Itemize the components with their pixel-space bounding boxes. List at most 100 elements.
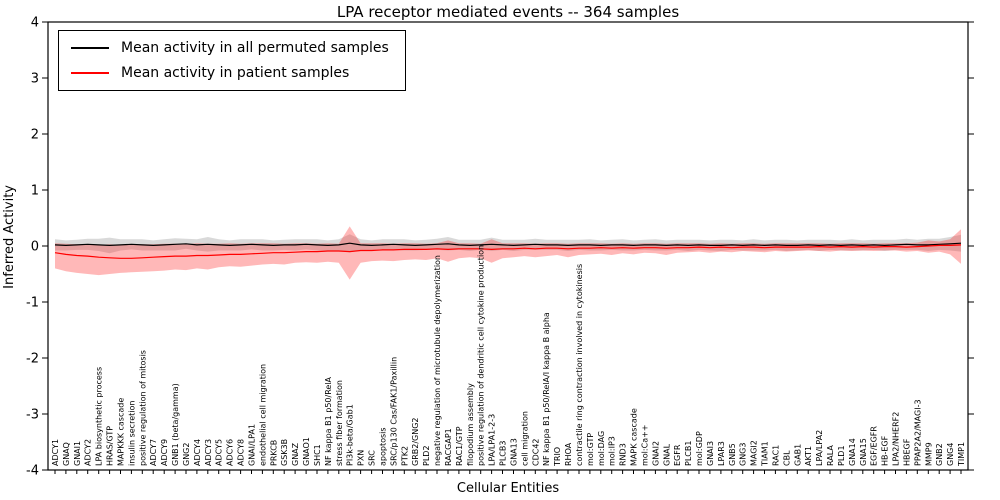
x-tick-label: MMP9 <box>924 442 933 466</box>
x-tick-label: SRC/p130 Cas/FAK1/Paxillin <box>389 357 398 466</box>
x-tick-label: GAB1 <box>793 444 802 466</box>
x-tick-label: PLD1 <box>837 445 846 466</box>
x-tick-label: PLCB3 <box>499 441 508 466</box>
x-tick-label: PLCB1 <box>684 441 693 466</box>
x-tick-label: GNAI1 <box>73 441 82 466</box>
x-tick-label: mol:Ca++ <box>640 425 649 467</box>
permuted-band <box>55 234 961 254</box>
x-tick-label: PPAP2A2/MAGI-3 <box>913 399 922 466</box>
x-axis-label: Cellular Entities <box>456 481 560 496</box>
chart-title: LPA receptor mediated events -- 364 samp… <box>336 3 680 21</box>
x-tick-label: GNAZ <box>291 442 300 466</box>
x-tick-label: GNAL <box>662 443 671 466</box>
x-tick-label: ADCY7 <box>149 439 158 466</box>
x-tick-label: TIMP1 <box>957 442 966 467</box>
x-tick-label: GNAQ <box>62 442 71 466</box>
plot-frame <box>47 21 969 471</box>
x-tick-label: insulin secretion <box>127 401 136 466</box>
legend-label-patient: Mean activity in patient samples <box>121 65 350 81</box>
x-tick-label: MAPKKK cascade <box>117 398 126 466</box>
x-tick-label: HBEGF <box>902 438 911 466</box>
x-tick-label: GNA15 <box>859 438 868 466</box>
x-tick-label: ADCY6 <box>226 439 235 466</box>
y-tick-label: 1 <box>31 184 39 199</box>
x-tick-label: HB-EGF <box>881 435 890 466</box>
x-tick-label: GNB2 <box>935 443 944 466</box>
x-tick-label: filopodium assembly <box>466 383 475 466</box>
x-tick-label: GNAI3 <box>706 441 715 466</box>
x-tick-label: CDC42 <box>531 438 540 466</box>
x-tick-label: HRAS/GTP <box>106 426 115 466</box>
x-tick-label: GNG3 <box>739 443 748 466</box>
x-tick-label: MAPK cascade <box>630 408 639 466</box>
y-tick-label: -2 <box>26 352 39 367</box>
permuted-mean-line <box>54 242 962 247</box>
x-tick-label: RALA <box>826 445 835 466</box>
x-tick-label: RACGAP1 <box>444 428 453 466</box>
x-tick-label: positive regulation of mitosis <box>138 350 147 466</box>
x-tick-label: GNAO1 <box>302 437 311 466</box>
x-tick-label: CBL <box>782 450 791 466</box>
x-tick-label: PXN <box>357 450 366 466</box>
x-tick-label: MAGI2 <box>750 440 759 466</box>
x-tick-label: AKT1 <box>804 446 813 466</box>
x-tick-label: GNA13 <box>510 438 519 466</box>
x-tick-label: EGF/EGFR <box>870 426 879 466</box>
x-tick-label: mol:GDP <box>695 431 704 466</box>
x-tick-label: TRIO <box>553 447 562 467</box>
x-tick-label: PTK2 <box>400 446 409 466</box>
legend-line-permuted-icon <box>71 47 109 49</box>
patient-band <box>55 226 961 280</box>
legend-label-permuted: Mean activity in all permuted samples <box>121 40 389 56</box>
x-tick-label: NF kappa B1 p50/RelA <box>324 376 333 466</box>
x-tick-label: RAC1 <box>771 445 780 466</box>
x-tick-label: LPA biosynthetic process <box>95 367 104 466</box>
legend-line-patient-icon <box>71 72 109 74</box>
patient-mean-line <box>54 244 962 259</box>
x-tick-label: TIAM1 <box>761 441 770 467</box>
x-tick-label: EGFR <box>673 444 682 466</box>
x-tick-label: GNB5 <box>728 443 737 466</box>
y-tick-label: 3 <box>31 72 39 87</box>
x-tick-label: LPA2/NHERF2 <box>892 412 901 466</box>
x-tick-label: GNAI2 <box>651 441 660 466</box>
y-tick-label: 0 <box>31 240 39 255</box>
y-tick-label: 2 <box>31 128 39 143</box>
x-tick-label: ADCY8 <box>237 439 246 466</box>
x-tick-label: LPA/LPA1-2-3 <box>488 414 497 466</box>
x-tick-label: ADCY5 <box>215 439 224 466</box>
legend-entry-patient: Mean activity in patient samples <box>71 65 389 81</box>
x-tick-label: RHOA <box>564 442 573 466</box>
y-tick-label: -1 <box>26 296 39 311</box>
x-tick-label: LPA/LPA2 <box>815 430 824 466</box>
x-tick-label: cell migration <box>520 411 529 466</box>
x-tick-label: GNAI/LPA1 <box>248 424 257 466</box>
x-tick-label: ADCY4 <box>193 439 202 466</box>
x-tick-label: GNG2 <box>182 443 191 466</box>
x-tick-label: GNG4 <box>946 443 955 466</box>
x-tick-label: GNB1 (beta/gamma) <box>171 383 180 466</box>
x-tick-label: GSK3B <box>280 439 289 466</box>
x-tick-label: PI3k-beta/Gab1 <box>346 404 355 466</box>
x-tick-label: ADCY1 <box>51 439 60 466</box>
x-tick-label: GRB2/GNG2 <box>411 417 420 466</box>
y-tick-label: 4 <box>31 16 39 31</box>
x-tick-label: PLD2 <box>422 445 431 466</box>
x-tick-label: ADCY3 <box>204 439 213 466</box>
y-tick-label: -4 <box>26 464 39 479</box>
x-tick-label: SHC1 <box>313 444 322 466</box>
x-tick-label: contractile ring contraction involved in… <box>575 264 584 466</box>
x-tick-label: endothelial cell migration <box>258 364 267 466</box>
x-tick-label: SRC <box>368 450 377 466</box>
x-tick-label: mol:GTP <box>586 433 595 466</box>
x-tick-label: mol:DAG <box>597 431 606 466</box>
y-tick-label: -3 <box>26 408 39 423</box>
y-axis-label: Inferred Activity <box>2 185 17 289</box>
x-tick-label: ADCY2 <box>84 439 93 466</box>
x-tick-label: RAC1/GTP <box>455 426 464 466</box>
x-tick-label: PRKCB <box>269 440 278 466</box>
x-tick-label: negative regulation of microtubule depol… <box>433 255 442 466</box>
legend: Mean activity in all permuted samples Me… <box>58 30 406 91</box>
